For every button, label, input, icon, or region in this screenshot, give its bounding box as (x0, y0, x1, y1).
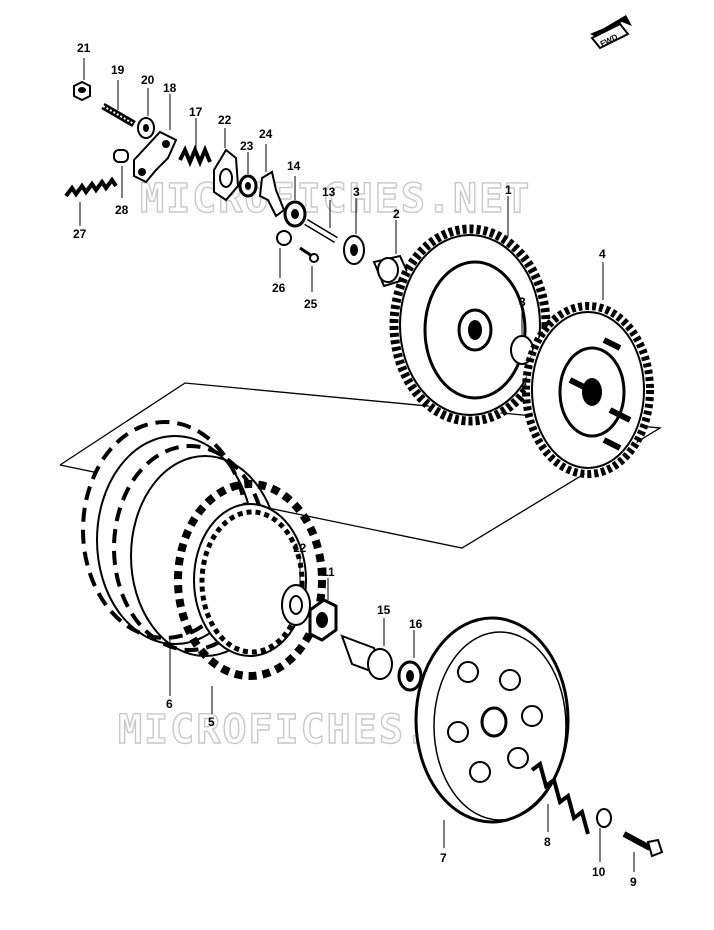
callout-21: 21 (77, 41, 91, 55)
part-13-rod (304, 200, 338, 244)
part-5-friction-plates (174, 480, 326, 714)
part-16-washer (397, 630, 423, 692)
callout-28: 28 (115, 203, 129, 217)
callout-3-lower: 3 (519, 295, 526, 309)
fwd-arrow-icon: FWD (590, 15, 632, 50)
watermark-top: MICROFICHES.NET (140, 176, 531, 222)
part-22-plate (213, 128, 240, 202)
callout-22: 22 (218, 113, 232, 127)
callout-20: 20 (141, 73, 155, 87)
part-24-lever (258, 144, 286, 218)
part-27-spring (64, 176, 118, 226)
part-20-washer (137, 88, 155, 139)
part-23-bearing (238, 152, 258, 198)
part-19-bolt (101, 80, 136, 128)
callout-7: 7 (440, 851, 447, 865)
part-7-pressure-plate (414, 616, 570, 848)
callout-24: 24 (259, 127, 273, 141)
callout-16: 16 (409, 617, 423, 631)
part-9-bolt (622, 831, 664, 872)
part-28-collar (113, 149, 129, 198)
callout-4: 4 (599, 247, 606, 261)
callout-18: 18 (163, 81, 177, 95)
callout-8: 8 (544, 835, 551, 849)
callout-23: 23 (240, 139, 254, 153)
callout-12: 12 (293, 541, 307, 555)
callout-2: 2 (393, 207, 400, 221)
part-17-spring (178, 118, 212, 168)
callout-27: 27 (73, 227, 87, 241)
part-15-sleeve (340, 618, 393, 680)
part-18-bracket (133, 94, 178, 184)
part-4-clutch-hub (522, 262, 654, 478)
callout-6: 6 (166, 697, 173, 711)
callout-1: 1 (505, 183, 512, 197)
part-11-nut (308, 578, 338, 642)
part-8-spring (530, 760, 590, 835)
callout-11: 11 (322, 565, 335, 579)
part-3-washer-upper (343, 198, 365, 265)
callout-14: 14 (287, 159, 301, 173)
part-21-nut (73, 58, 91, 102)
callout-25: 25 (304, 297, 318, 311)
callout-3-upper: 3 (353, 185, 360, 199)
callout-19: 19 (111, 63, 125, 77)
part-10-washer (596, 808, 612, 862)
callout-17: 17 (189, 105, 203, 119)
callout-13: 13 (322, 185, 336, 199)
part-14-bearing (283, 176, 307, 228)
callout-9: 9 (630, 875, 637, 889)
callout-15: 15 (377, 603, 391, 617)
part-26-washer (276, 230, 292, 278)
part-12-lock-washer (281, 556, 311, 626)
part-1-clutch-housing (389, 196, 551, 426)
assembly-box-lower (59, 382, 663, 549)
callout-10: 10 (592, 865, 606, 879)
callout-5: 5 (208, 715, 215, 729)
callout-26: 26 (272, 281, 286, 295)
part-25-screw (299, 246, 319, 292)
